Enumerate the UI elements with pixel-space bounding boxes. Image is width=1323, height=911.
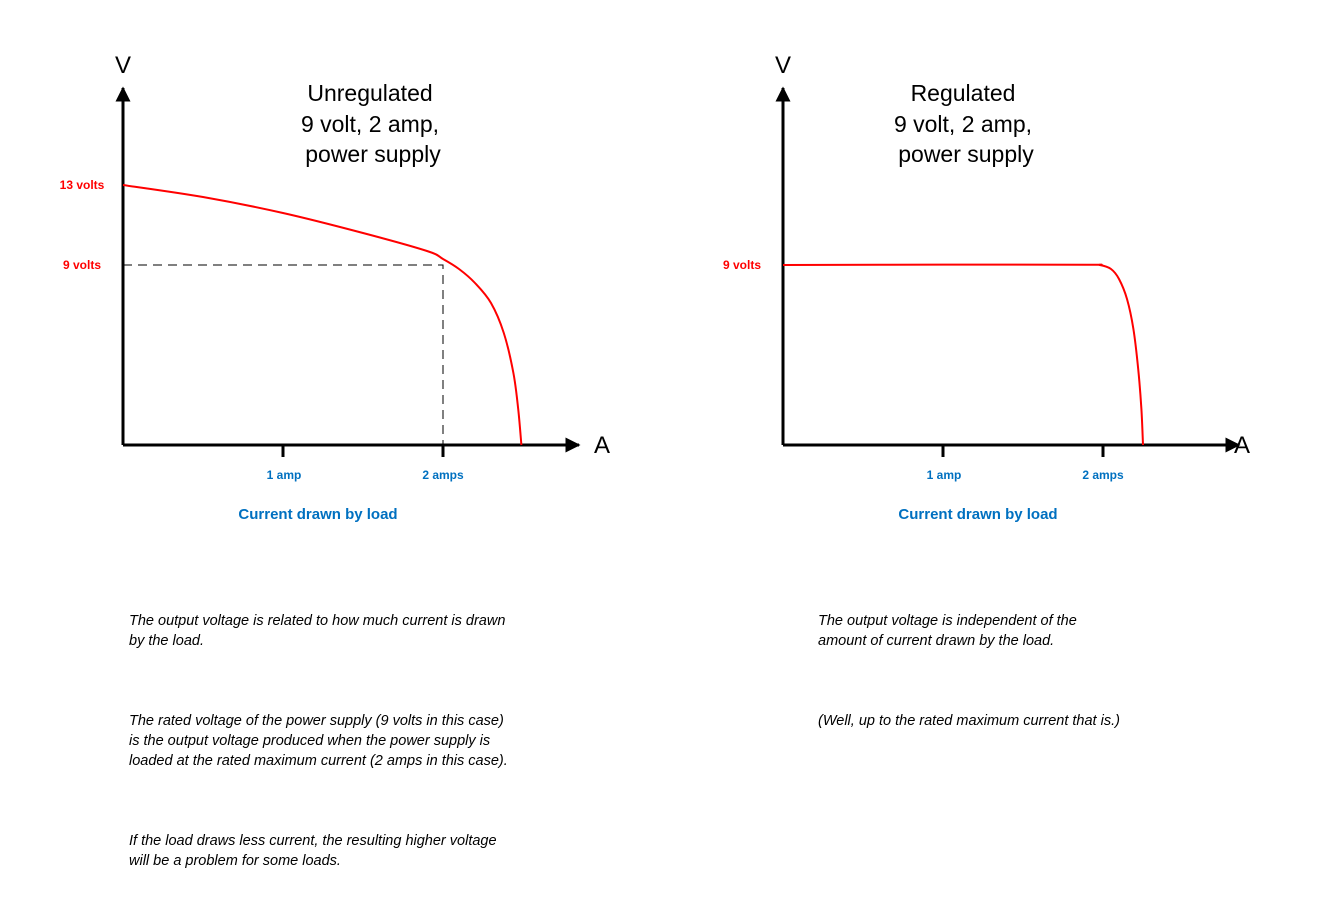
y-tick-label-9v: 9 volts bbox=[723, 258, 761, 272]
chart-title-line-2: 9 volt, 2 amp, bbox=[894, 111, 1032, 137]
chart-title-line-3: power supply bbox=[898, 141, 1034, 167]
rated-reference-dashed-line bbox=[123, 264, 444, 445]
x-tick-label-1a: 1 amp bbox=[267, 468, 302, 482]
note-paragraph: If the load draws less current, the resu… bbox=[129, 833, 497, 869]
note-paragraph: The output voltage is independent of the… bbox=[818, 613, 1077, 649]
x-axis-title: Current drawn by load bbox=[898, 506, 1057, 523]
voltage-current-curve bbox=[782, 263, 1144, 446]
chart-title-line-1: Regulated bbox=[911, 80, 1016, 106]
regulated-chart: V A Regulated 9 volt, 2 amp, power suppl… bbox=[723, 52, 1250, 523]
chart-title-line-1: Unregulated bbox=[307, 80, 432, 106]
regulated-notes: The output voltage is independent of the… bbox=[818, 571, 1120, 771]
y-axis-letter: V bbox=[775, 52, 791, 79]
note-paragraph: The output voltage is related to how muc… bbox=[129, 613, 506, 649]
unregulated-notes: The output voltage is related to how muc… bbox=[129, 571, 508, 911]
y-tick-label-13v: 13 volts bbox=[60, 178, 105, 192]
unregulated-chart: V A Unregulated 9 volt, 2 amp, power sup… bbox=[60, 52, 610, 523]
x-axis-letter: A bbox=[594, 432, 610, 459]
chart-title-line-2: 9 volt, 2 amp, bbox=[301, 111, 439, 137]
x-tick-label-1a: 1 amp bbox=[927, 468, 962, 482]
diagram-canvas: V A Unregulated 9 volt, 2 amp, power sup… bbox=[60, 52, 1250, 523]
note-paragraph: The rated voltage of the power supply (9… bbox=[129, 713, 508, 769]
voltage-current-curve bbox=[122, 184, 523, 446]
note-paragraph: (Well, up to the rated maximum current t… bbox=[818, 713, 1120, 729]
x-tick-label-2a: 2 amps bbox=[422, 468, 464, 482]
y-axis-letter: V bbox=[115, 52, 131, 79]
y-tick-label-9v: 9 volts bbox=[63, 258, 101, 272]
x-axis-title: Current drawn by load bbox=[238, 506, 397, 523]
chart-title-line-3: power supply bbox=[305, 141, 441, 167]
x-tick-label-2a: 2 amps bbox=[1082, 468, 1124, 482]
